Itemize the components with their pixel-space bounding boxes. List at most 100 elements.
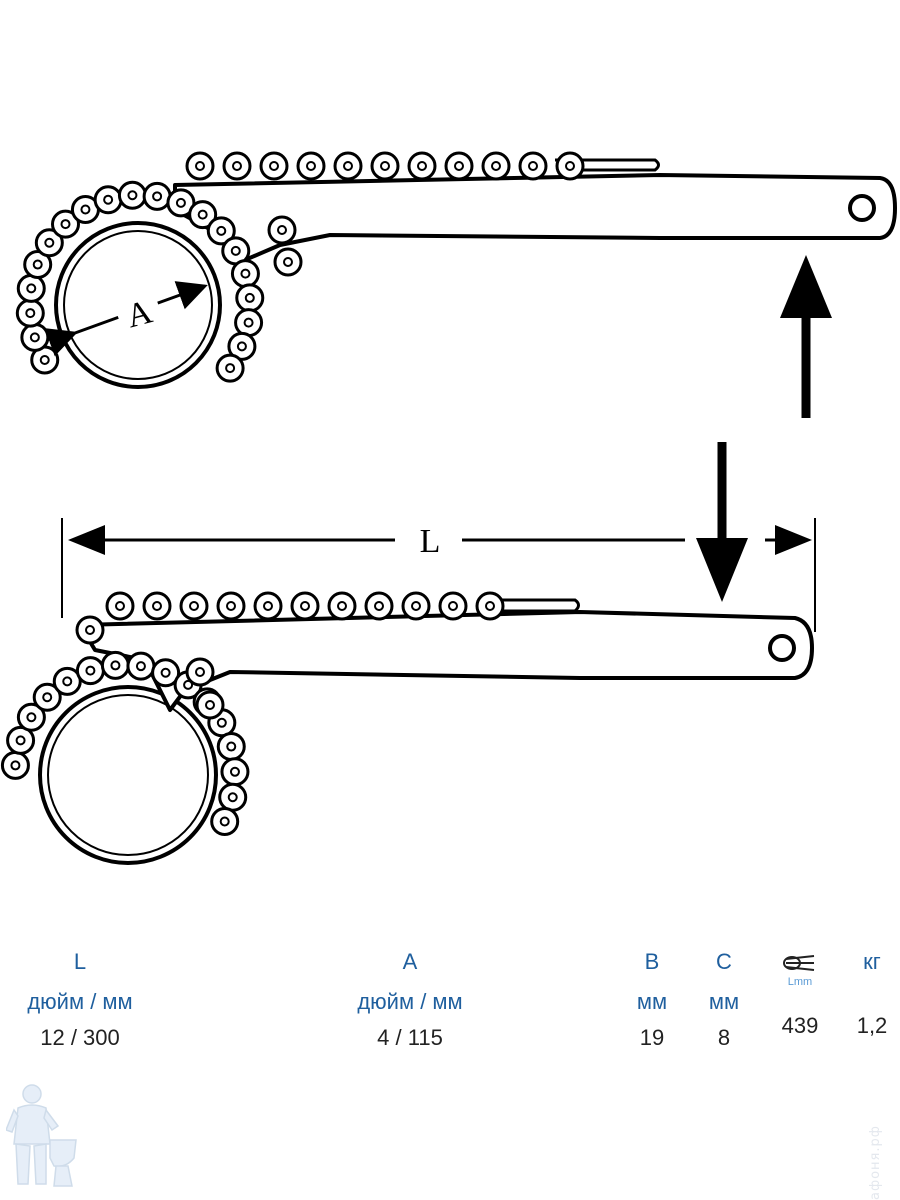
chain-pin bbox=[230, 245, 241, 256]
chain-pin bbox=[195, 667, 205, 677]
chain-pin bbox=[491, 161, 501, 171]
chain-pin bbox=[152, 191, 163, 202]
spec-table: L дюйм / мм 12 / 300 A дюйм / мм 4 / 115… bbox=[0, 950, 900, 1070]
chain-length-icon bbox=[783, 955, 815, 971]
lower-wrench bbox=[38, 598, 814, 865]
spec-lmm-value: 439 bbox=[781, 1013, 819, 1038]
spec-c-value: 8 bbox=[717, 1025, 731, 1050]
spec-c-unit: мм bbox=[708, 989, 740, 1014]
chain-pin bbox=[42, 692, 53, 703]
upper-handle bbox=[173, 173, 897, 262]
lower-handle bbox=[78, 610, 814, 712]
chain-pin bbox=[300, 601, 310, 611]
chain-pin bbox=[80, 204, 91, 215]
spec-a-unit: дюйм / мм bbox=[357, 989, 463, 1014]
chain-pin bbox=[485, 601, 495, 611]
chain-pin bbox=[263, 601, 273, 611]
watermark-text: афоня.рф bbox=[868, 1125, 883, 1200]
spec-l-header: L bbox=[73, 949, 87, 974]
chain-pin bbox=[32, 259, 43, 270]
chain-pin bbox=[62, 676, 73, 687]
chain-pin bbox=[374, 601, 384, 611]
chain-pin bbox=[197, 209, 208, 220]
chain-wrench-diagram: A L bbox=[0, 151, 897, 865]
chain-pin bbox=[448, 601, 458, 611]
chain-pin bbox=[183, 679, 194, 690]
chain-pin bbox=[232, 161, 242, 171]
chain-pin bbox=[283, 257, 293, 267]
chain-pin bbox=[244, 292, 255, 303]
plumber-mascot-icon bbox=[6, 1084, 77, 1187]
spec-col-l: L дюйм / мм 12 / 300 bbox=[0, 950, 160, 1050]
lower-chain bbox=[0, 591, 505, 836]
chain-pin bbox=[343, 161, 353, 171]
chain-pin bbox=[26, 712, 37, 723]
spec-col-c: C мм 8 bbox=[694, 950, 754, 1050]
spec-a-value: 4 / 115 bbox=[377, 1025, 443, 1050]
chain-pin bbox=[26, 283, 37, 294]
chain-pin bbox=[10, 760, 21, 771]
dimension-l: L bbox=[61, 518, 816, 632]
chain-pin bbox=[25, 308, 36, 319]
spec-col-a: A дюйм / мм 4 / 115 bbox=[320, 950, 500, 1050]
chain-pin bbox=[411, 601, 421, 611]
chain-pin bbox=[29, 332, 40, 343]
label-l: L bbox=[420, 523, 441, 560]
chain-pin bbox=[195, 161, 205, 171]
spec-col-b: B мм 19 bbox=[622, 950, 682, 1050]
chain-pin bbox=[103, 194, 114, 205]
spec-l-unit: дюйм / мм bbox=[27, 989, 133, 1014]
chain-pin bbox=[219, 816, 230, 827]
chain-pin bbox=[205, 700, 215, 710]
chain-pin bbox=[85, 625, 95, 635]
chain-pin bbox=[528, 161, 538, 171]
upper-chain bbox=[15, 151, 585, 383]
chain-pin bbox=[277, 225, 287, 235]
chain-pin bbox=[229, 766, 240, 777]
rotation-arrows bbox=[696, 255, 832, 602]
chain-pin bbox=[243, 317, 254, 328]
chain-pin bbox=[565, 161, 575, 171]
spec-kg-value: 1,2 bbox=[856, 1013, 888, 1038]
dimension-a: A bbox=[44, 281, 208, 357]
spec-l-value: 12 / 300 bbox=[40, 1025, 120, 1050]
chain-pin bbox=[226, 601, 236, 611]
chain-pin bbox=[226, 741, 237, 752]
chain-pin bbox=[225, 363, 236, 374]
chain-pin bbox=[115, 601, 125, 611]
lower-pipe bbox=[38, 685, 218, 865]
chain-pin bbox=[175, 197, 186, 208]
spec-c-header: C bbox=[716, 949, 732, 974]
chain-pin bbox=[44, 237, 55, 248]
spec-lmm-header: Lmm bbox=[768, 950, 832, 1014]
chain-pin bbox=[60, 219, 71, 230]
chain-pin bbox=[417, 161, 427, 171]
chain-pin bbox=[135, 661, 146, 672]
chain-pin bbox=[15, 735, 26, 746]
chain-pin bbox=[216, 225, 227, 236]
chain-pin bbox=[110, 660, 121, 671]
spec-b-value: 19 bbox=[639, 1025, 665, 1050]
spec-lmm-label: Lmm bbox=[787, 976, 813, 988]
chain-pin bbox=[337, 601, 347, 611]
chain-pin bbox=[236, 341, 247, 352]
spec-b-header: B bbox=[644, 949, 660, 974]
upper-handle-hole bbox=[848, 194, 876, 222]
chain-pin bbox=[240, 268, 251, 279]
spec-kg-header: кг bbox=[863, 949, 881, 974]
chain-pin bbox=[85, 665, 96, 676]
chain-pin bbox=[216, 717, 227, 728]
chain-pin bbox=[380, 161, 390, 171]
spec-a-header: A bbox=[402, 949, 418, 974]
spec-col-lmm: Lmm 439 bbox=[768, 950, 832, 1038]
chain-pin bbox=[269, 161, 279, 171]
lower-handle-hole bbox=[768, 634, 796, 662]
chain-pin bbox=[39, 355, 50, 365]
chain-pin bbox=[227, 792, 238, 803]
chain-pin bbox=[127, 190, 138, 201]
chain-pin bbox=[189, 601, 199, 611]
spec-col-kg: кг 1,2 bbox=[844, 950, 900, 1038]
chain-pin bbox=[306, 161, 316, 171]
spec-b-unit: мм bbox=[636, 989, 668, 1014]
chain-pin bbox=[454, 161, 464, 171]
